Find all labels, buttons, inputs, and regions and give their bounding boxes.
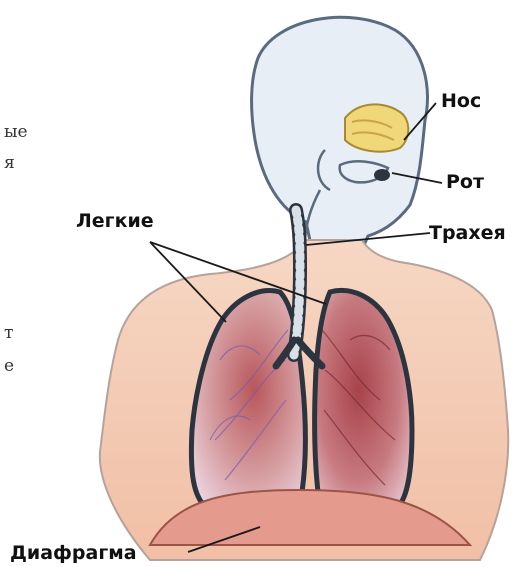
label-trachea: Трахея: [429, 224, 506, 243]
label-lungs: Легкие: [76, 212, 154, 231]
label-diaphragm: Диафрагма: [10, 544, 137, 563]
label-nose: Нос: [441, 92, 481, 111]
edge-text-fragment: т: [4, 325, 13, 342]
edge-text-fragment: ые: [4, 124, 28, 141]
label-mouth: Рот: [446, 173, 484, 192]
edge-text-fragment: е: [4, 358, 14, 375]
edge-text-fragment: я: [4, 155, 15, 172]
